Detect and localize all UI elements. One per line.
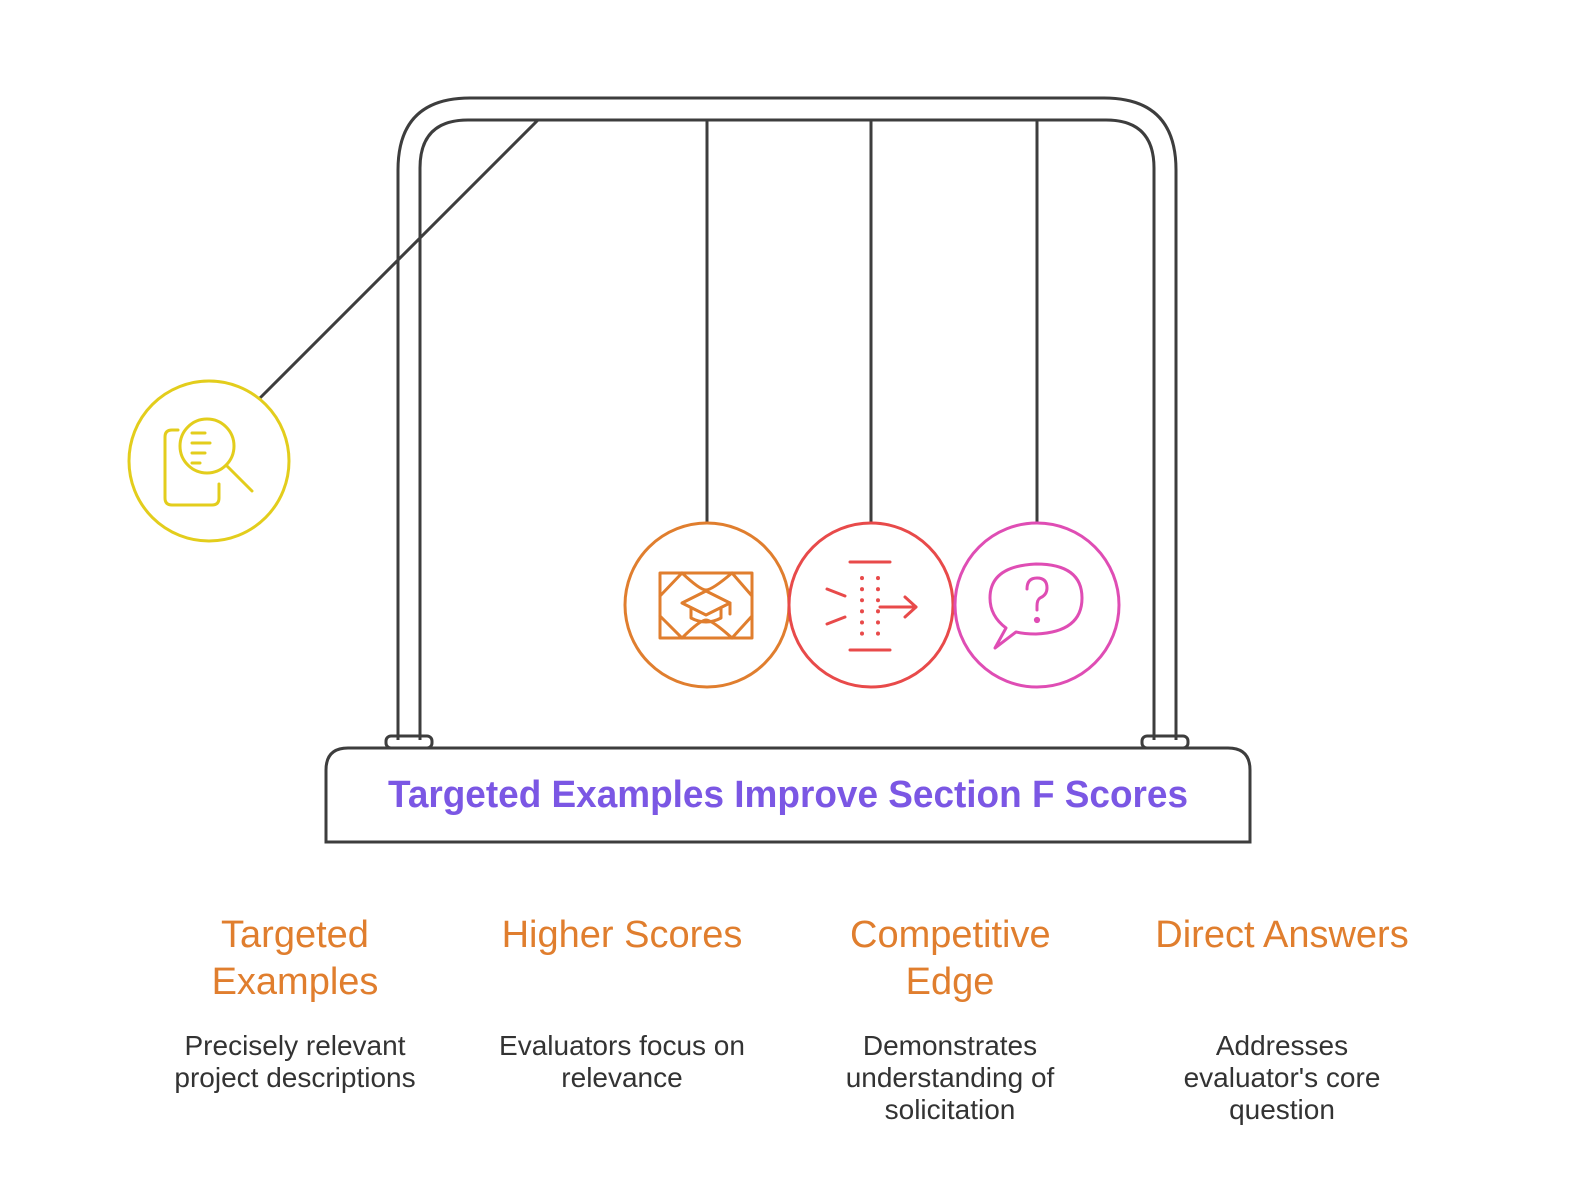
ball-filter [787,521,955,689]
ball-graduation [623,521,791,689]
item-description: Addresses evaluator's core question [1183,1030,1381,1125]
string-swinging [258,118,540,400]
item-targeted-examples: Targeted Examples Precisely relevant pro… [145,912,445,1093]
item-direct-answers: Direct Answers Addresses evaluator's cor… [1132,912,1432,1125]
strings [258,118,1039,522]
item-competitive-edge: Competitive Edge Demonstrates understand… [800,912,1100,1125]
graduation-cap-icon [658,571,754,640]
ball-document-search [127,379,291,543]
item-title: Direct Answers [1155,914,1409,956]
item-description: Precisely relevant project descriptions [174,1030,416,1093]
item-title: Targeted Examples [211,914,379,1003]
question-bubble-icon [988,562,1084,650]
ball-question [953,521,1121,689]
item-higher-scores: Higher Scores Evaluators focus on releva… [472,912,772,1093]
diagram-title: Targeted Examples Improve Section F Scor… [388,774,1188,816]
item-title: Competitive Edge [850,914,1051,1003]
item-description: Evaluators focus on relevance [499,1030,745,1093]
document-search-icon [163,417,254,507]
filter-arrow-icon [825,560,918,652]
item-title: Higher Scores [501,914,743,956]
item-description: Demonstrates understanding of solicitati… [845,1030,1055,1125]
cradle-base: Targeted Examples Improve Section F Scor… [324,746,1252,844]
